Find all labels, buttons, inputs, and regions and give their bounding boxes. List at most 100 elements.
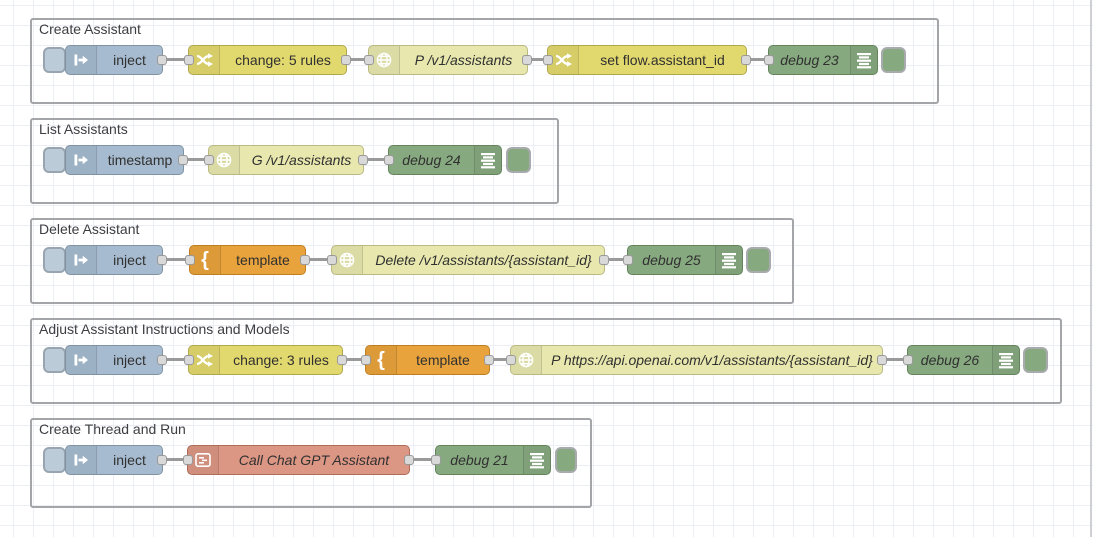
node-label: debug 24 <box>402 152 461 168</box>
node-port-in[interactable] <box>506 355 516 365</box>
node-debug[interactable]: debug 25 <box>623 245 743 275</box>
node-change[interactable]: change: 3 rules <box>184 345 347 375</box>
group-delete-assistant[interactable]: Delete Assistant <box>30 218 794 304</box>
inject-button[interactable] <box>43 447 66 473</box>
node-label: debug 23 <box>780 52 839 68</box>
node-port-out[interactable] <box>404 455 414 465</box>
wire[interactable] <box>747 58 768 61</box>
inject-button[interactable] <box>43 147 66 173</box>
inject-button[interactable] <box>43 47 66 73</box>
node-port-out[interactable] <box>341 55 351 65</box>
wire[interactable] <box>184 158 208 161</box>
shuffle-icon <box>189 346 220 374</box>
node-http-request[interactable]: Delete /v1/assistants/{assistant_id} <box>327 245 609 275</box>
node-label: debug 26 <box>920 352 980 368</box>
debug-toggle-button[interactable] <box>881 47 906 73</box>
node-port-in[interactable] <box>327 255 337 265</box>
node-port-in[interactable] <box>184 55 194 65</box>
group-list-assistants[interactable]: List Assistants <box>30 118 559 204</box>
node-label: debug 25 <box>642 252 701 268</box>
wire[interactable] <box>163 258 189 261</box>
node-port-in[interactable] <box>204 155 214 165</box>
node-port-out[interactable] <box>157 455 167 465</box>
wire[interactable] <box>163 58 188 61</box>
wire[interactable] <box>343 358 365 361</box>
inject-icon <box>66 246 97 274</box>
wire[interactable] <box>490 358 510 361</box>
wire[interactable] <box>528 58 547 61</box>
node-debug[interactable]: debug 26 <box>903 345 1020 375</box>
node-http-request[interactable]: P /v1/assistants <box>364 45 532 75</box>
inject-button[interactable] <box>43 247 66 273</box>
node-port-in[interactable] <box>903 355 913 365</box>
debug-toggle-button[interactable] <box>555 447 577 473</box>
group-label: List Assistants <box>39 121 128 137</box>
node-port-in[interactable] <box>384 155 394 165</box>
debug-output-icon <box>850 46 877 74</box>
node-port-in[interactable] <box>184 355 194 365</box>
node-port-out[interactable] <box>337 355 347 365</box>
node-inject[interactable]: inject <box>65 45 167 75</box>
group-adjust-assistant[interactable]: Adjust Assistant Instructions and Models <box>30 318 1062 404</box>
inject-icon <box>66 146 97 174</box>
node-inject[interactable]: timestamp <box>65 145 188 175</box>
group-create-assistant[interactable]: Create Assistant <box>30 18 939 104</box>
node-port-in[interactable] <box>183 455 193 465</box>
node-debug[interactable]: debug 24 <box>384 145 502 175</box>
node-label: P /v1/assistants <box>414 52 513 68</box>
inject-button[interactable] <box>43 347 66 373</box>
node-port-out[interactable] <box>300 255 310 265</box>
group-create-thread-and-run[interactable]: Create Thread and Run <box>30 418 592 508</box>
node-port-in[interactable] <box>361 355 371 365</box>
node-label: set flow.assistant_id <box>600 52 725 68</box>
node-inject[interactable]: inject <box>65 245 167 275</box>
node-change[interactable]: set flow.assistant_id <box>543 45 751 75</box>
wire[interactable] <box>605 258 627 261</box>
wire[interactable] <box>347 58 368 61</box>
node-label: debug 21 <box>450 452 509 468</box>
node-subflow-call-chatgpt-assistant[interactable]: Call Chat GPT Assistant <box>183 445 414 475</box>
inject-icon <box>66 346 97 374</box>
node-port-out[interactable] <box>157 355 167 365</box>
node-port-out[interactable] <box>599 255 609 265</box>
node-port-in[interactable] <box>364 55 374 65</box>
node-label: change: 5 rules <box>235 52 331 68</box>
node-port-in[interactable] <box>623 255 633 265</box>
node-template[interactable]: { template <box>185 245 310 275</box>
node-template[interactable]: { template <box>361 345 494 375</box>
wire[interactable] <box>364 158 388 161</box>
wire[interactable] <box>163 358 188 361</box>
node-port-out[interactable] <box>484 355 494 365</box>
node-port-in[interactable] <box>185 255 195 265</box>
node-port-in[interactable] <box>543 55 553 65</box>
group-label: Create Assistant <box>39 21 141 37</box>
inject-icon <box>66 446 97 474</box>
group-label: Delete Assistant <box>39 221 140 237</box>
inject-icon <box>66 46 97 74</box>
node-port-out[interactable] <box>178 155 188 165</box>
node-port-out[interactable] <box>877 355 887 365</box>
wire[interactable] <box>163 458 187 461</box>
wire[interactable] <box>306 258 331 261</box>
node-http-request[interactable]: G /v1/assistants <box>204 145 368 175</box>
node-port-in[interactable] <box>764 55 774 65</box>
node-port-out[interactable] <box>358 155 368 165</box>
node-label: G /v1/assistants <box>251 152 352 168</box>
node-port-out[interactable] <box>157 255 167 265</box>
debug-toggle-button[interactable] <box>506 147 531 173</box>
wire[interactable] <box>883 358 907 361</box>
debug-toggle-button[interactable] <box>1023 347 1048 373</box>
node-inject[interactable]: inject <box>65 445 167 475</box>
node-debug[interactable]: debug 23 <box>764 45 878 75</box>
node-http-request[interactable]: P https://api.openai.com/v1/assistants/{… <box>506 345 887 375</box>
node-change[interactable]: change: 5 rules <box>184 45 351 75</box>
node-port-out[interactable] <box>741 55 751 65</box>
node-inject[interactable]: inject <box>65 345 167 375</box>
node-debug[interactable]: debug 21 <box>431 445 551 475</box>
debug-toggle-button[interactable] <box>746 247 771 273</box>
node-port-out[interactable] <box>157 55 167 65</box>
wire[interactable] <box>410 458 435 461</box>
node-port-out[interactable] <box>522 55 532 65</box>
node-port-in[interactable] <box>431 455 441 465</box>
